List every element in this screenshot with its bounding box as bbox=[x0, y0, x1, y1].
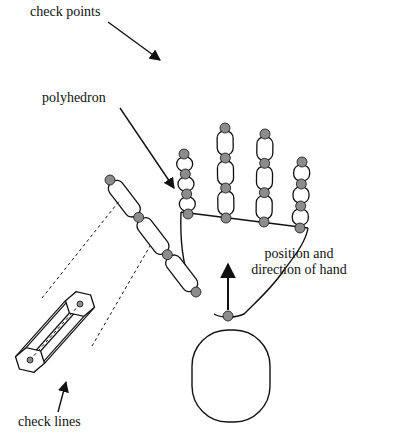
check-point bbox=[179, 149, 189, 159]
check-point bbox=[297, 157, 307, 167]
prism-face bbox=[66, 292, 95, 317]
prism-edge bbox=[19, 313, 69, 369]
check-point bbox=[296, 179, 306, 189]
check-point bbox=[260, 158, 270, 168]
check-point bbox=[191, 287, 201, 297]
leader-arrow bbox=[120, 108, 174, 188]
finger-segment bbox=[256, 196, 272, 220]
finger-segment bbox=[217, 131, 233, 155]
check-point bbox=[296, 201, 306, 211]
check-point bbox=[220, 153, 230, 163]
check-point bbox=[182, 189, 192, 199]
prism-edge bbox=[41, 295, 91, 351]
polyhedron-inset bbox=[16, 292, 95, 373]
check-point bbox=[260, 129, 270, 139]
finger-segment bbox=[257, 137, 273, 161]
finger-segment bbox=[217, 161, 233, 185]
check-point bbox=[180, 169, 190, 179]
forearm bbox=[192, 330, 270, 422]
callout-label: check lines bbox=[18, 414, 81, 430]
prism-face bbox=[16, 348, 45, 373]
check-point bbox=[134, 212, 144, 222]
check-point bbox=[183, 209, 193, 219]
finger-segment bbox=[218, 191, 234, 215]
check-point bbox=[223, 311, 233, 321]
callout-label: position and direction of hand bbox=[240, 246, 358, 278]
check-point bbox=[220, 123, 230, 133]
check-point bbox=[259, 217, 269, 227]
check-point bbox=[295, 223, 305, 233]
check-point bbox=[27, 357, 33, 363]
direction-arrow bbox=[227, 264, 229, 310]
leader-arrow bbox=[108, 22, 160, 60]
projection-line bbox=[92, 246, 150, 346]
finger-segment bbox=[256, 166, 272, 190]
check-line bbox=[30, 304, 80, 360]
projection-line bbox=[42, 200, 120, 298]
check-point bbox=[77, 301, 83, 307]
check-point bbox=[162, 250, 172, 260]
callout-label: polyhedron bbox=[42, 90, 106, 106]
leader-arrow bbox=[58, 382, 66, 412]
callout-label: check points bbox=[30, 4, 100, 20]
check-point bbox=[105, 175, 115, 185]
check-point bbox=[221, 183, 231, 193]
check-point bbox=[259, 188, 269, 198]
check-point bbox=[221, 213, 231, 223]
